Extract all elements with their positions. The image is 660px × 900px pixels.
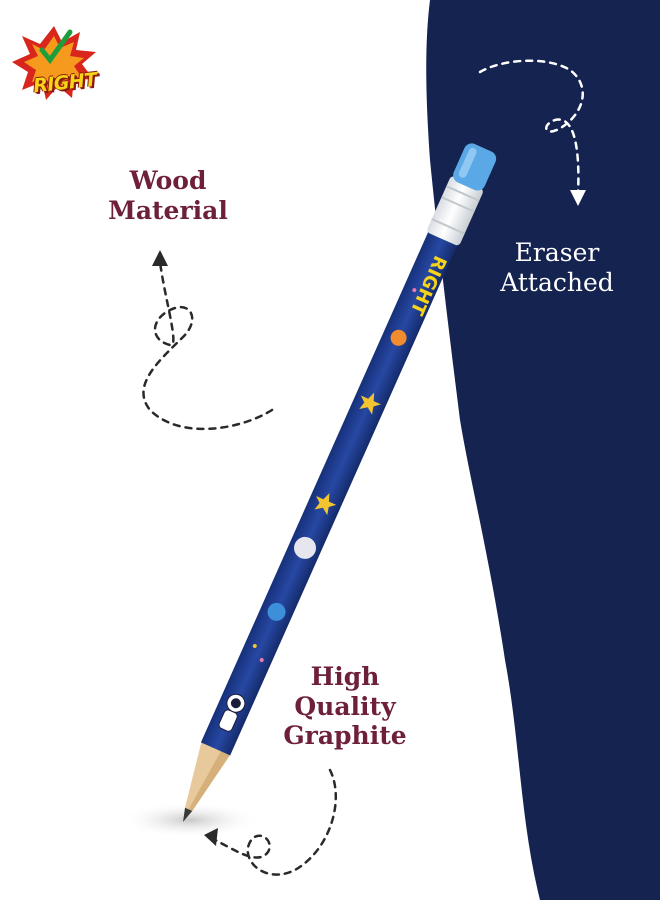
star-icon — [359, 392, 381, 415]
arrow-to-wood — [142, 260, 274, 431]
star-dot — [259, 658, 264, 663]
arrow-to-graphite — [213, 768, 338, 876]
callout-eraser-attached: Eraser Attached — [492, 238, 622, 297]
pencil-ferrule — [427, 176, 483, 246]
pencil-eraser — [453, 143, 497, 191]
navy-background-panel — [426, 0, 660, 900]
arrowhead-graphite — [204, 828, 218, 846]
space-decorations — [218, 288, 417, 732]
brand-logo: RIGHT — [8, 20, 100, 104]
callout-line: High — [310, 662, 380, 691]
star-dot — [412, 288, 417, 293]
callout-line: Attached — [500, 267, 614, 297]
comic-burst-icon — [12, 26, 96, 100]
arrow-to-eraser — [478, 59, 584, 197]
callout-high-quality-graphite: High Quality Graphite — [280, 662, 410, 751]
arrowhead-eraser — [570, 190, 586, 206]
pencil: RIGHT — [183, 143, 497, 822]
pencil-body — [200, 230, 458, 756]
pencil-graphite-tip — [183, 807, 193, 822]
pencil-shadow — [120, 802, 260, 838]
callout-line: Eraser — [514, 238, 600, 267]
callout-line: Quality — [294, 691, 396, 721]
callout-wood-material: Wood Material — [108, 166, 228, 225]
planet-icon — [267, 602, 286, 621]
callout-line: Graphite — [283, 721, 407, 750]
star-dot — [252, 643, 257, 648]
arrowhead-wood — [152, 250, 168, 266]
planet-icon — [390, 329, 407, 346]
astronaut-icon — [218, 693, 246, 732]
checkmark-icon — [39, 29, 73, 65]
star-icon — [314, 493, 337, 516]
callout-line: Wood — [129, 166, 207, 195]
callout-line: Material — [108, 195, 228, 225]
planet-icon — [294, 536, 317, 559]
